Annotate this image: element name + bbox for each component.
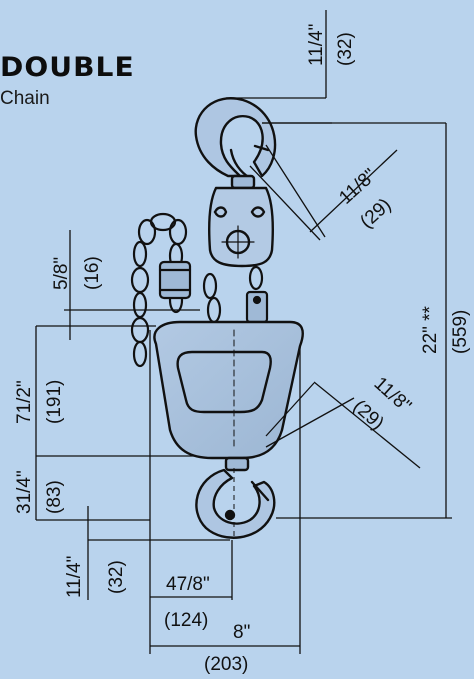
top-hook <box>194 97 277 180</box>
overall-width-metric: (203) <box>204 654 248 675</box>
overall-height-metric: (559) <box>450 310 471 354</box>
hoist-illustration <box>130 97 304 539</box>
half-width-metric: (124) <box>164 610 208 631</box>
product-title: DOUBLE <box>0 52 135 83</box>
bottom-hook-offset-imperial: 11/4" <box>64 556 85 598</box>
dimension-lines <box>35 10 452 654</box>
bottom-hook-opening-metric: (29) <box>349 396 388 434</box>
product-subtitle: Chain <box>0 88 50 109</box>
chain-pitch-metric: (16) <box>82 256 103 290</box>
top-suspension <box>208 174 274 268</box>
chain-pitch-imperial: 5/8" <box>51 257 72 290</box>
bottom-hook-offset-metric: (32) <box>106 560 127 594</box>
top-hook-offset-imperial: 11/4" <box>306 24 327 66</box>
top-hook-offset-metric: (32) <box>335 32 356 66</box>
body-height-imperial: 71/2" <box>14 380 35 424</box>
bottom-hook <box>195 456 276 539</box>
overall-width-imperial: 8" <box>233 622 250 643</box>
lower-block-height-imperial: 31/4" <box>14 470 35 514</box>
body-height-metric: (191) <box>44 380 65 424</box>
overall-height-imperial: 22" ** <box>420 305 441 354</box>
lower-block-height-metric: (83) <box>44 480 65 514</box>
left-chain <box>130 212 222 368</box>
half-width-imperial: 47/8" <box>166 574 210 595</box>
right-chain <box>245 265 269 324</box>
top-hook-opening-metric: (29) <box>356 194 395 232</box>
hoist-body <box>153 320 304 460</box>
dimension-labels: 11/4" (32) 11/8" (29) 5/8" (16) 22" ** (… <box>14 24 471 675</box>
